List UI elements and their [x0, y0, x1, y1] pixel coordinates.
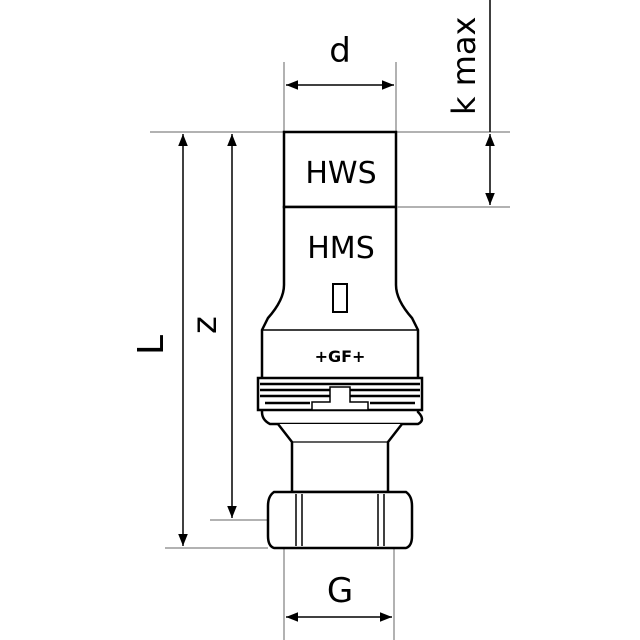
G-label: G [327, 571, 353, 611]
pipe-section-hms [260, 205, 424, 426]
z-label: z [185, 316, 225, 334]
neck [277, 423, 403, 494]
hms-marking: HMS [307, 231, 375, 266]
k-max-label: k max [445, 17, 483, 115]
gf-logo: +GF+ [315, 347, 366, 366]
fitting-body [256, 130, 424, 550]
d-label: d [329, 31, 351, 71]
hws-marking: HWS [305, 156, 376, 191]
hex-nut [266, 490, 414, 550]
inspection-window [332, 283, 348, 313]
L-label: L [131, 335, 172, 355]
